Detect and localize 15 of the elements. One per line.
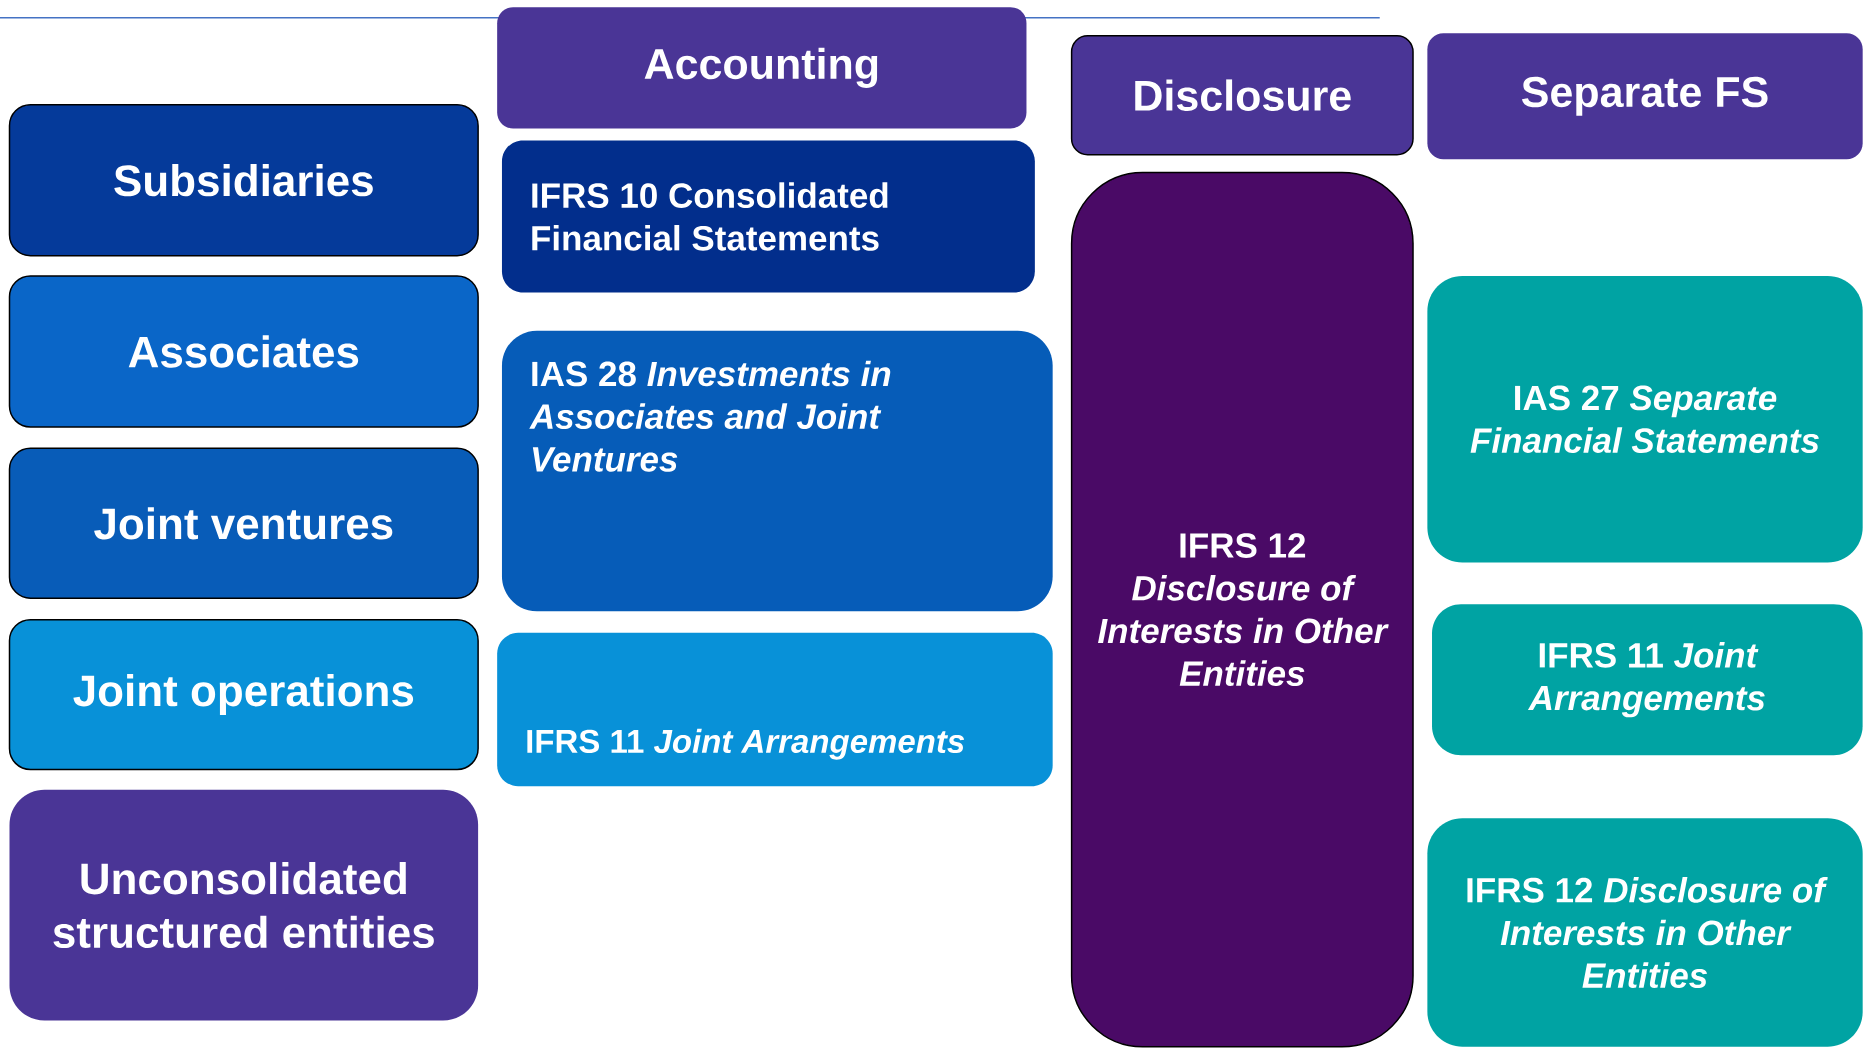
standard-box: IFRS 11 Joint Arrangements bbox=[497, 632, 1053, 787]
standard-box: IFRS 12 Disclosure of Interests in Other Entities bbox=[1070, 171, 1414, 1048]
standard-box: IAS 27 Separate Financial Statements bbox=[1427, 276, 1863, 563]
category-box: Joint operations bbox=[8, 618, 479, 771]
column-header: Accounting bbox=[497, 7, 1027, 129]
column-header: Disclosure bbox=[1070, 35, 1414, 156]
standard-box: IAS 28 Investments in Associates and Joint Ventures bbox=[501, 330, 1053, 612]
standard-box: IFRS 11 Joint Arrangements bbox=[1432, 604, 1863, 756]
standard-box: IFRS 10 Consolidated Financial Statements bbox=[501, 140, 1035, 293]
category-box: Associates bbox=[8, 275, 479, 428]
category-box: Subsidiaries bbox=[8, 103, 479, 257]
category-box: Unconsolidated structured entities bbox=[9, 789, 479, 1021]
category-box: Joint ventures bbox=[8, 447, 479, 599]
column-header: Separate FS bbox=[1427, 33, 1863, 160]
standard-box: IFRS 12 Disclosure of Interests in Other Entities bbox=[1427, 818, 1863, 1047]
